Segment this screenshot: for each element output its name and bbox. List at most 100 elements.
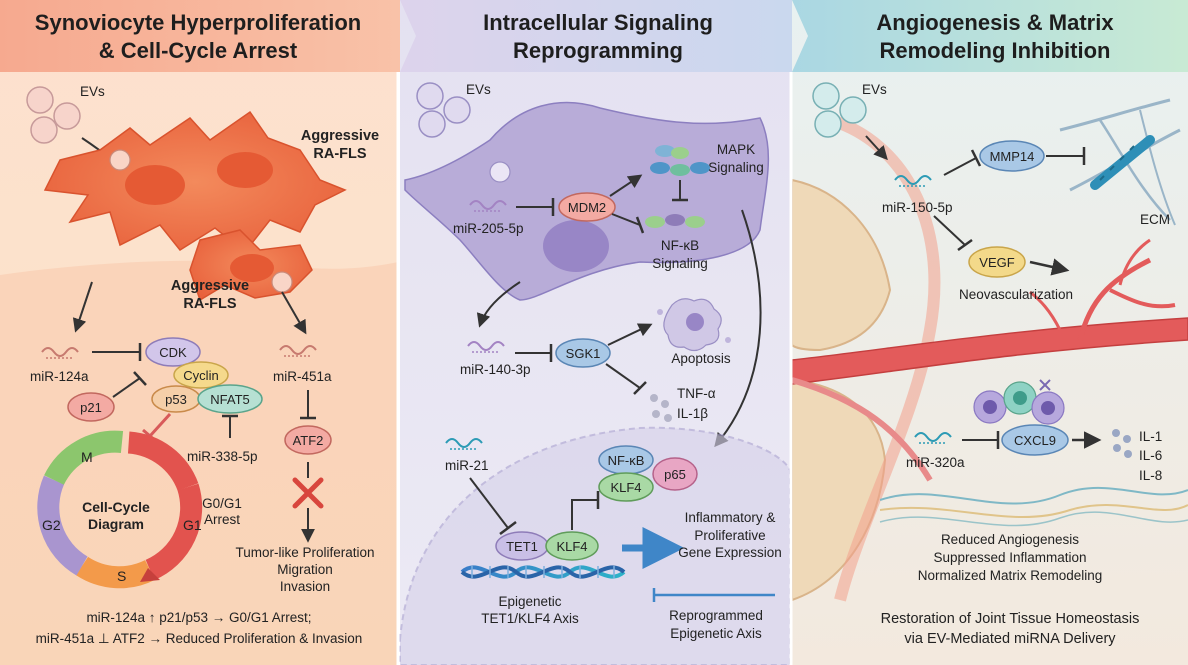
- ev-cluster-3: [812, 82, 867, 138]
- arrest-line1: G0/G1: [202, 496, 242, 511]
- mdm2-to-mapk-arrow: [609, 174, 643, 197]
- node-mmp14-label: MMP14: [990, 149, 1035, 164]
- phase-m-label: M: [81, 449, 93, 465]
- neovessel-branches: [1029, 238, 1176, 341]
- result-line1: Reduced Angiogenesis: [941, 532, 1079, 547]
- inhibit-mir150-vegf: [933, 215, 966, 246]
- ecm-fibers-icon: [1059, 98, 1181, 226]
- arrow-to-mir140: [476, 281, 521, 328]
- result-line3: Normalized Matrix Remodeling: [918, 568, 1103, 583]
- il6-label: IL-6: [1139, 448, 1162, 463]
- inhibit-bar-mmp14: [970, 149, 982, 167]
- cell-cycle-diagram: [37, 430, 203, 589]
- node-nfat5: [197, 384, 263, 414]
- node-cxcl9-label: CXCL9: [1014, 433, 1056, 448]
- panel-1-title-line2: & Cell-Cycle Arrest: [99, 38, 298, 63]
- node-mmp14: [979, 140, 1045, 172]
- mir140-label: miR-140-3p: [460, 362, 531, 377]
- ev-label-3: EVs: [862, 82, 887, 97]
- inhibit-bar-cytokines: [633, 381, 647, 395]
- node-nfkb-label: NF-κB: [608, 453, 645, 468]
- ev-cluster-1: [26, 86, 81, 144]
- mir451a-label: miR-451a: [273, 369, 332, 384]
- inhibit-mir150-mmp14: [943, 157, 977, 176]
- node-sgk1: [555, 338, 611, 368]
- mirna-icon-451a: [279, 345, 317, 357]
- phase-g2-label: G2: [42, 517, 61, 533]
- inflammatory-line2: Proliferative: [694, 528, 765, 543]
- panel-3: Angiogenesis & Matrix Remodeling Inhibit…: [791, 0, 1188, 665]
- panel-3-header-band: [792, 0, 1188, 72]
- cytokine-dots-icon-3: [1112, 429, 1132, 458]
- inhibit-bar-tet1: [499, 521, 517, 535]
- outcome-line2: Migration: [277, 562, 333, 577]
- panel-1-header-band: [0, 0, 416, 72]
- mir150-label: miR-150-5p: [882, 200, 953, 215]
- phase-s-arc: [75, 556, 155, 589]
- inhibit-mdm2-nfkb: [611, 213, 641, 226]
- mir320-label: miR-320a: [906, 455, 965, 470]
- vessel-branch-lower: [791, 377, 933, 482]
- ev-uptake-arrow-3: [865, 135, 888, 161]
- apoptotic-cell-icon: [657, 298, 731, 352]
- node-cdk: [145, 337, 201, 367]
- node-p53-label: p53: [165, 392, 187, 407]
- mir21-label: miR-21: [445, 458, 489, 473]
- node-p21: [67, 392, 115, 422]
- inflammatory-line3: Gene Expression: [678, 545, 782, 560]
- inhibit-bar-vegf: [957, 238, 973, 252]
- epigenetic-line1: Epigenetic: [498, 594, 561, 609]
- node-klf4-bottom-label: KLF4: [556, 539, 587, 554]
- node-vegf: [968, 246, 1026, 278]
- panel-1: Synoviocyte Hyperproliferation & Cell-Cy…: [0, 0, 416, 665]
- node-cyclin-label: Cyclin: [183, 368, 218, 383]
- inhibit-sgk1-cytokines: [605, 363, 641, 389]
- ev-uptake-vesicle: [489, 161, 511, 183]
- neovasc-label: Neovascularization: [959, 287, 1073, 302]
- epigenetic-line2: TET1/KLF4 Axis: [481, 611, 579, 626]
- aggressive-fls-label-1-line1: Aggressive: [301, 128, 379, 144]
- il8-label: IL-8: [1139, 468, 1162, 483]
- synovial-membrane: [828, 114, 941, 602]
- panel-2-header-band: [400, 0, 808, 72]
- ecm-label: ECM: [1140, 212, 1170, 227]
- phase-g1-arc: [127, 431, 199, 492]
- phase-s-label: S: [117, 568, 126, 584]
- phase-g2-arc: [37, 475, 88, 576]
- node-klf4-top-label: KLF4: [610, 480, 641, 495]
- reprogrammed-line1: Reprogrammed: [669, 608, 763, 623]
- mapk-complex-icon: [650, 145, 710, 176]
- ev-label-2: EVs: [466, 82, 491, 97]
- blood-vessel: [791, 317, 1188, 385]
- node-tet1-label: TET1: [506, 539, 538, 554]
- nfkb-signaling-line2: Signaling: [652, 256, 708, 271]
- node-cyclin: [173, 361, 229, 389]
- nfkb-signaling-line1: NF-κB: [661, 238, 699, 253]
- node-nfat5-label: NFAT5: [210, 392, 250, 407]
- node-cxcl9: [1001, 424, 1069, 456]
- panel-2-title-line1: Intracellular Signaling: [483, 10, 713, 35]
- immune-cells-icon: [973, 379, 1065, 425]
- node-klf4-top: [598, 472, 654, 502]
- mirna-icon-205: [469, 200, 507, 212]
- mirna-icon: [41, 347, 79, 359]
- panel-2-title-line2: Reprogramming: [513, 38, 683, 63]
- node-vegf-label: VEGF: [979, 255, 1014, 270]
- tnf-label: TNF-α: [677, 386, 716, 401]
- bone-upper: [791, 178, 892, 352]
- node-mdm2: [558, 192, 616, 222]
- summary-line2: miR-451a ⊥ ATF2 → Reduced Proliferation …: [36, 631, 363, 646]
- phase-m-arc: [44, 430, 124, 486]
- mapk-label-line2: Signaling: [708, 160, 764, 175]
- inhibit-bar-nfkb: [635, 216, 645, 234]
- panel-2: Intracellular Signaling Reprogramming EV…: [399, 0, 808, 665]
- node-p21-label: p21: [80, 400, 102, 415]
- nfkb-complex-icon: [645, 214, 705, 228]
- mirna-icon-140: [467, 341, 505, 353]
- aggressive-fls-label-1-line2: RA-FLS: [313, 146, 366, 162]
- node-atf2-label: ATF2: [293, 433, 324, 448]
- node-cdk-label: CDK: [159, 345, 187, 360]
- p53-arrest-signal: [148, 412, 172, 438]
